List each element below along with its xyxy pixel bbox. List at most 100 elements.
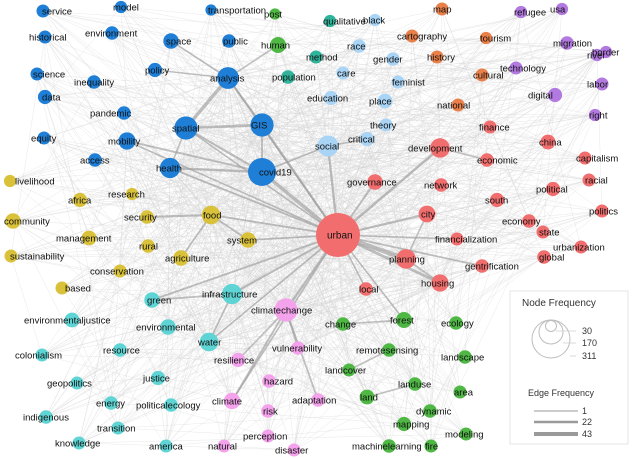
node-resource xyxy=(113,343,127,357)
node-label-perception: perception xyxy=(243,432,287,443)
node-security xyxy=(140,210,154,224)
edge-faint-perception-covid19 xyxy=(261,171,269,437)
edge-faint-network-capitalism xyxy=(440,157,586,186)
node-label-political: political xyxy=(536,185,568,196)
edge-faint-energy-science xyxy=(36,73,112,404)
node-label-green: green xyxy=(147,296,171,307)
edge-covid19-mobility xyxy=(126,140,263,173)
edge-faint-post-financialization xyxy=(274,13,458,240)
edge-faint-usa-covid19 xyxy=(261,8,563,173)
edge-faint-economy-migration xyxy=(528,42,568,222)
node-label-environmental: environmental xyxy=(136,323,196,334)
edge-faint-climate-community xyxy=(12,220,233,402)
edge-faint-america-urban xyxy=(165,234,339,447)
edge-faint-research-livelihood xyxy=(9,180,133,195)
edge-faint-climate-health xyxy=(169,167,233,402)
edge-faint-geopolitics-GIS xyxy=(76,124,263,384)
edge-faint-data-health xyxy=(44,96,171,169)
node-method xyxy=(309,50,323,64)
edge-faint-science-health xyxy=(36,73,171,169)
edge-faint-governance-research xyxy=(131,181,376,195)
edge-urban-mobility xyxy=(126,140,339,236)
edge-faint-disaster-feminist xyxy=(293,81,399,451)
edge-faint-mapping-energy xyxy=(110,402,405,425)
node-gentrification xyxy=(475,259,489,273)
edge-faint-critical-development xyxy=(366,138,441,149)
edge-faint-natural-development xyxy=(223,147,441,447)
node-ecology xyxy=(449,316,463,330)
edge-faint-knowledge-water xyxy=(78,341,210,444)
node-label-agriculture: agriculture xyxy=(165,254,209,265)
node-label-community: community xyxy=(4,217,50,228)
node-label-knowledge: knowledge xyxy=(55,439,100,450)
edge-faint-area-climatechange xyxy=(285,309,461,393)
edge-faint-risk-capitalism xyxy=(267,157,586,412)
edge-urban-water xyxy=(208,234,339,343)
node-science xyxy=(30,67,44,81)
node-equity xyxy=(37,131,51,145)
edge-faint-natural-infrastructure xyxy=(223,293,233,447)
node-urban xyxy=(316,213,360,257)
edge-faint-adaptation-mobility xyxy=(126,140,319,401)
edge-faint-transition-infrastructure xyxy=(117,293,233,429)
edge-faint-transition-rural xyxy=(117,245,149,429)
edge-faint-indigenous-cultural xyxy=(45,74,483,418)
node-resilience xyxy=(230,352,246,368)
edge-faint-planning-sustainability xyxy=(10,255,407,260)
edge-faint-economic-cultural xyxy=(481,74,488,161)
edge-faint-cultural-cartography xyxy=(411,35,483,76)
edge-faint-historical-transition xyxy=(44,36,119,429)
node-label-mapping: mapping xyxy=(393,420,429,431)
node-health xyxy=(159,157,181,179)
node-label-network: network xyxy=(424,181,458,192)
edge-faint-environmentaljustice-health xyxy=(71,167,171,321)
node-label-data: data xyxy=(42,93,61,104)
node-label-finance: finance xyxy=(479,123,510,134)
node-label-covid19: covid19 xyxy=(259,168,292,179)
edge-faint-ecology-urban xyxy=(337,234,457,324)
node-economic xyxy=(480,153,494,167)
edge-faint-dynamic-planning xyxy=(405,258,431,412)
edge-faint-livelihood-health xyxy=(9,167,171,182)
node-dynamic xyxy=(423,404,437,418)
edge-faint-china-environment xyxy=(111,32,549,143)
node-label-technology: technology xyxy=(500,64,546,75)
edge-faint-africa-water xyxy=(79,199,210,343)
edge-faint-change-border xyxy=(342,51,607,325)
edge-faint-access-machinelearning xyxy=(94,159,390,447)
node-label-population: population xyxy=(272,73,316,84)
node-infrastructure xyxy=(221,283,243,305)
node-tourism xyxy=(479,31,493,45)
node-label-risk: risk xyxy=(263,407,278,418)
node-agriculture xyxy=(173,250,189,266)
node-label-service: service xyxy=(42,7,72,18)
edge-faint-energy-infrastructure xyxy=(110,293,233,404)
edge-faint-digital-development xyxy=(439,94,556,149)
edge-faint-capitalism-analysis xyxy=(227,77,586,159)
node-label-forest: forest xyxy=(390,316,414,327)
node-label-global: global xyxy=(539,253,564,264)
node-label-refugee: refugee xyxy=(514,8,546,19)
node-label-history: history xyxy=(427,53,455,64)
node-forest xyxy=(396,312,412,328)
edge-faint-global-urban xyxy=(337,234,545,258)
edge-faint-south-food xyxy=(210,199,498,216)
edge-faint-social-analysis xyxy=(227,77,329,147)
edge-faint-history-state xyxy=(436,56,544,233)
edge-faint-urbanization-theory xyxy=(385,124,582,248)
node-label-africa: africa xyxy=(68,196,92,207)
edge-faint-global-GIS xyxy=(261,124,545,258)
edge-faint-rural-housing xyxy=(147,245,441,284)
edge-faint-risk-urban xyxy=(267,234,339,412)
node-post xyxy=(269,8,281,20)
node-label-capitalism: capitalism xyxy=(576,154,618,165)
edge-faint-machinelearning-planning xyxy=(388,258,407,447)
node-label-public: public xyxy=(223,37,248,48)
node-covid19 xyxy=(248,158,276,186)
node-economy xyxy=(522,214,536,228)
node-label-conservation: conservation xyxy=(90,267,144,278)
node-label-south: south xyxy=(485,196,508,207)
node-race xyxy=(352,39,366,53)
edge-faint-city-land xyxy=(366,213,428,398)
